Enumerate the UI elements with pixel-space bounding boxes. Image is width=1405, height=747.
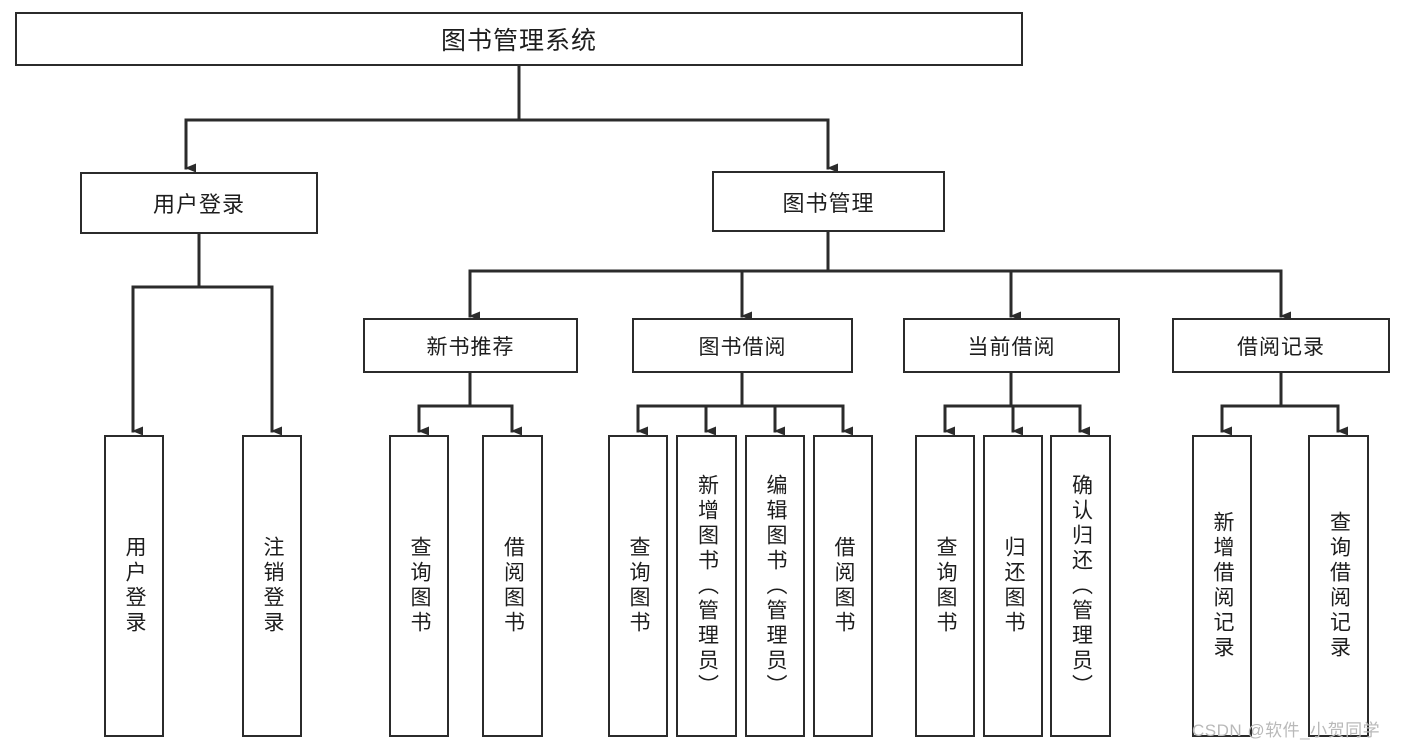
leaf-query-book-borrow[interactable]: 查询图书 (608, 435, 668, 737)
node-user-login[interactable]: 用户登录 (80, 172, 318, 234)
node-root-book-management-system[interactable]: 图书管理系统 (15, 12, 1023, 66)
node-label: 查询图书 (408, 536, 432, 636)
node-label: 新书推荐 (426, 335, 515, 359)
node-label: 用户登录 (152, 192, 245, 217)
leaf-add-borrow-record[interactable]: 新增借阅记录 (1192, 435, 1252, 737)
node-label: 确认归还（管理员） (1069, 473, 1093, 699)
node-label: 归还图书 (1002, 536, 1026, 636)
leaf-logout[interactable]: 注销登录 (242, 435, 302, 737)
node-label: 借阅记录 (1237, 335, 1325, 359)
node-label: 新增借阅记录 (1211, 511, 1235, 661)
leaf-query-borrow-record[interactable]: 查询借阅记录 (1308, 435, 1369, 737)
leaf-user-login[interactable]: 用户登录 (104, 435, 164, 737)
leaf-borrow-book-recommend[interactable]: 借阅图书 (482, 435, 543, 737)
node-book-management[interactable]: 图书管理 (712, 171, 945, 232)
watermark-csdn: CSDN @软件_小贺同学 (1192, 721, 1381, 740)
node-label: 当前借阅 (967, 335, 1056, 359)
leaf-confirm-return-admin[interactable]: 确认归还（管理员） (1050, 435, 1111, 737)
node-label: 借阅图书 (501, 536, 525, 636)
node-book-borrow[interactable]: 图书借阅 (632, 318, 853, 373)
node-label: 图书管理系统 (440, 27, 597, 55)
node-label: 图书管理 (782, 190, 875, 216)
leaf-add-book-admin[interactable]: 新增图书（管理员） (676, 435, 737, 737)
node-label: 图书借阅 (698, 335, 787, 359)
node-label: 查询图书 (627, 536, 651, 636)
leaf-query-book-current[interactable]: 查询图书 (915, 435, 975, 737)
node-label: 借阅图书 (832, 536, 856, 636)
node-label: 新增图书（管理员） (695, 473, 719, 699)
node-label: 注销登录 (261, 536, 285, 636)
node-label: 查询图书 (934, 536, 958, 636)
leaf-borrow-book[interactable]: 借阅图书 (813, 435, 873, 737)
node-label: 编辑图书（管理员） (764, 473, 788, 699)
leaf-return-book[interactable]: 归还图书 (983, 435, 1043, 737)
node-new-book-recommend[interactable]: 新书推荐 (363, 318, 578, 373)
node-label: 用户登录 (123, 536, 147, 636)
node-current-borrow[interactable]: 当前借阅 (903, 318, 1120, 373)
leaf-query-book-recommend[interactable]: 查询图书 (389, 435, 449, 737)
node-label: 查询借阅记录 (1327, 511, 1351, 661)
node-borrow-record[interactable]: 借阅记录 (1172, 318, 1390, 373)
leaf-edit-book-admin[interactable]: 编辑图书（管理员） (745, 435, 805, 737)
